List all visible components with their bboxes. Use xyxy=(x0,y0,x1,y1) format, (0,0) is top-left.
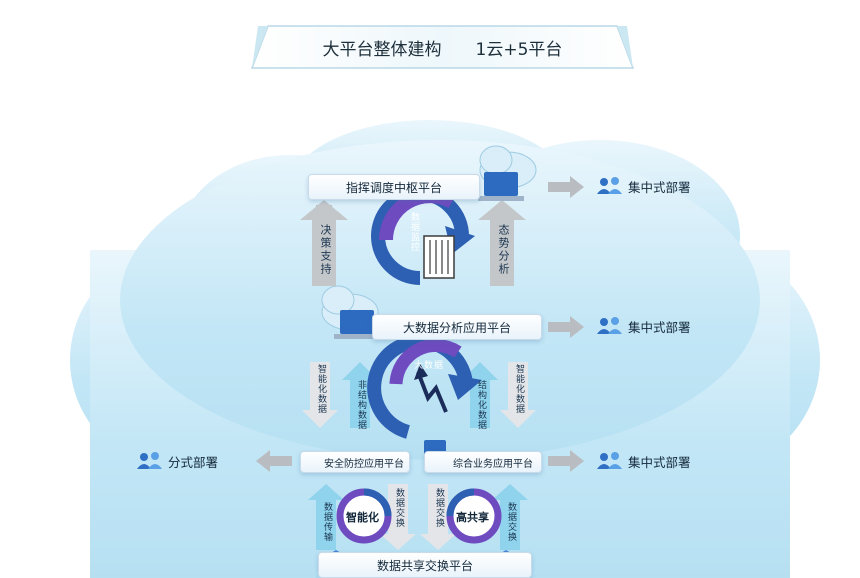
data-transfer-label: 数据传输 xyxy=(322,502,332,542)
monitor-label: 数据监控 xyxy=(409,212,419,252)
monitor-cycle-icon xyxy=(371,187,475,285)
smart-label: 智能化 xyxy=(346,511,379,524)
data-exchange-label-3: 数据交换 xyxy=(506,502,516,542)
deploy-central-2: 集中式部署 xyxy=(596,316,691,336)
deploy-distributed: 分式部署 xyxy=(136,451,218,471)
title-banner xyxy=(250,25,635,69)
structured-data-label: 结构化数据 xyxy=(476,380,486,430)
shared-label: 高共享 xyxy=(456,511,489,524)
bigdata-circle-label: 大数据 xyxy=(414,361,445,371)
upward-arrows xyxy=(300,200,526,286)
bigdata-platform-bar: 大数据分析应用平台 xyxy=(372,314,542,340)
cloud-laptop-icon-mid xyxy=(321,285,380,339)
exchange-platform-bar: 数据共享交换平台 xyxy=(318,552,532,578)
situation-analysis-label: 态势分析 xyxy=(497,224,510,276)
data-exchange-label-2: 数据交换 xyxy=(434,488,444,528)
data-exchange-label-1: 数据交换 xyxy=(394,488,404,528)
smart-data-down-label-right: 智能化数据 xyxy=(514,364,524,414)
shared-circle-icon xyxy=(446,488,502,544)
unstructured-data-label: 非结构数据 xyxy=(356,380,366,430)
security-platform-bar: 安全防控应用平台 xyxy=(300,451,410,473)
decision-support-label: 决策支持 xyxy=(319,224,332,276)
data-flow-arrows xyxy=(302,362,536,428)
exchange-arrows xyxy=(308,484,528,550)
users-icon xyxy=(137,452,162,469)
users-icon xyxy=(597,177,622,194)
smart-circle-icon xyxy=(336,488,392,544)
bigdata-cycle-icon xyxy=(367,334,482,439)
deploy-central-1: 集中式部署 xyxy=(596,176,691,196)
command-platform-bar: 指挥调度中枢平台 xyxy=(308,174,480,200)
title-sub: 1云+5平台 xyxy=(475,39,563,60)
deploy-arrows xyxy=(256,176,584,472)
users-icon xyxy=(597,452,622,469)
title: 大平台整体建构 1云+5平台 xyxy=(250,24,635,70)
smart-data-down-label-left: 智能化数据 xyxy=(316,364,326,414)
cloud-laptop-icon-top xyxy=(478,145,537,201)
business-platform-bar: 综合业务应用平台 xyxy=(424,451,542,473)
deploy-central-3: 集中式部署 xyxy=(596,451,691,471)
users-icon xyxy=(597,317,622,334)
title-main: 大平台整体建构 xyxy=(322,39,442,60)
